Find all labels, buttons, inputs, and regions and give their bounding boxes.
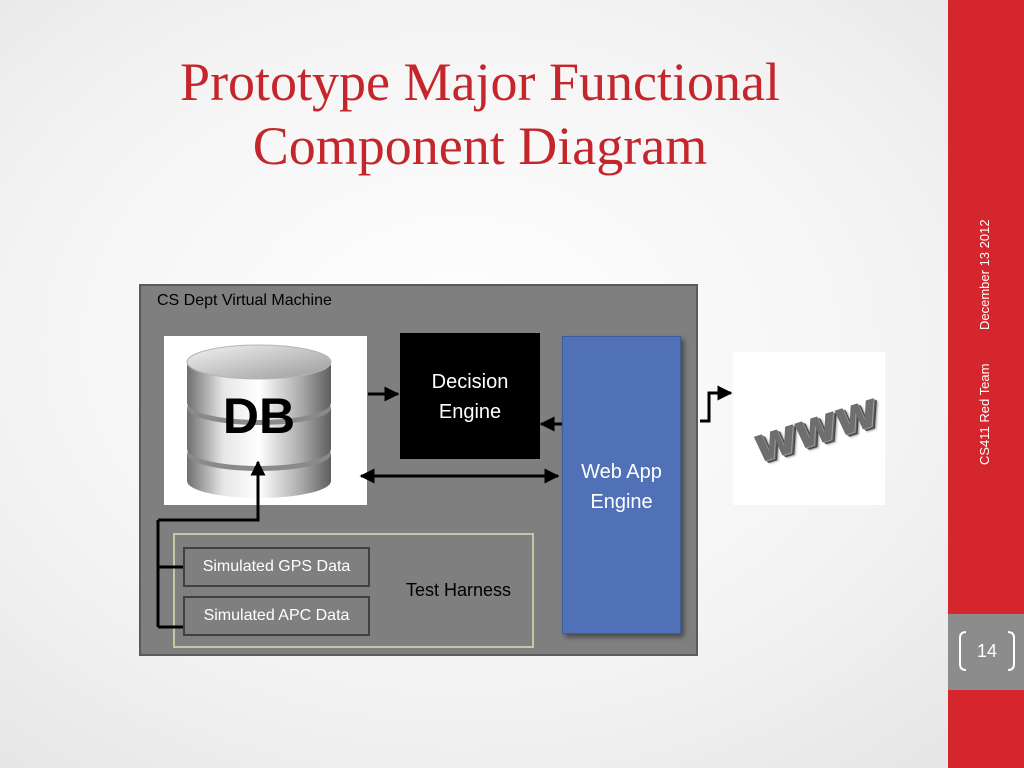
simulated-apc-data: Simulated APC Data <box>183 596 370 636</box>
vm-label: CS Dept Virtual Machine <box>157 292 332 309</box>
decision-engine: Decision Engine <box>400 333 540 459</box>
page-number-panel: 14 <box>948 614 1024 690</box>
webapp-to-www-arrow <box>700 385 733 423</box>
slide-title-line-1: Prototype Major Functional <box>180 52 780 112</box>
sidebar-band: 14 <box>948 0 1024 768</box>
page-bracket-icon <box>959 631 1015 671</box>
page-number-box: 14 <box>958 626 1016 676</box>
web-app-engine-line-2: Engine <box>590 491 653 513</box>
slide-title: Prototype Major Functional Component Dia… <box>40 50 920 178</box>
sim-to-db-arrow <box>158 460 266 522</box>
test-harness-container <box>173 533 534 648</box>
web-app-engine: Web App Engine <box>562 336 681 634</box>
database-label: DB <box>222 388 296 444</box>
page-number: 14 <box>976 641 998 661</box>
database-component: DB <box>164 336 367 505</box>
decision-engine-line-1: Decision <box>431 371 509 393</box>
web-app-engine-line-1: Web App <box>581 461 662 483</box>
simulated-gps-data: Simulated GPS Data <box>183 547 370 587</box>
slide-title-line-2: Component Diagram <box>252 116 708 176</box>
test-harness-label: Test Harness <box>406 580 512 600</box>
decision-engine-line-2: Engine <box>438 401 502 423</box>
www-component: www <box>733 352 885 505</box>
